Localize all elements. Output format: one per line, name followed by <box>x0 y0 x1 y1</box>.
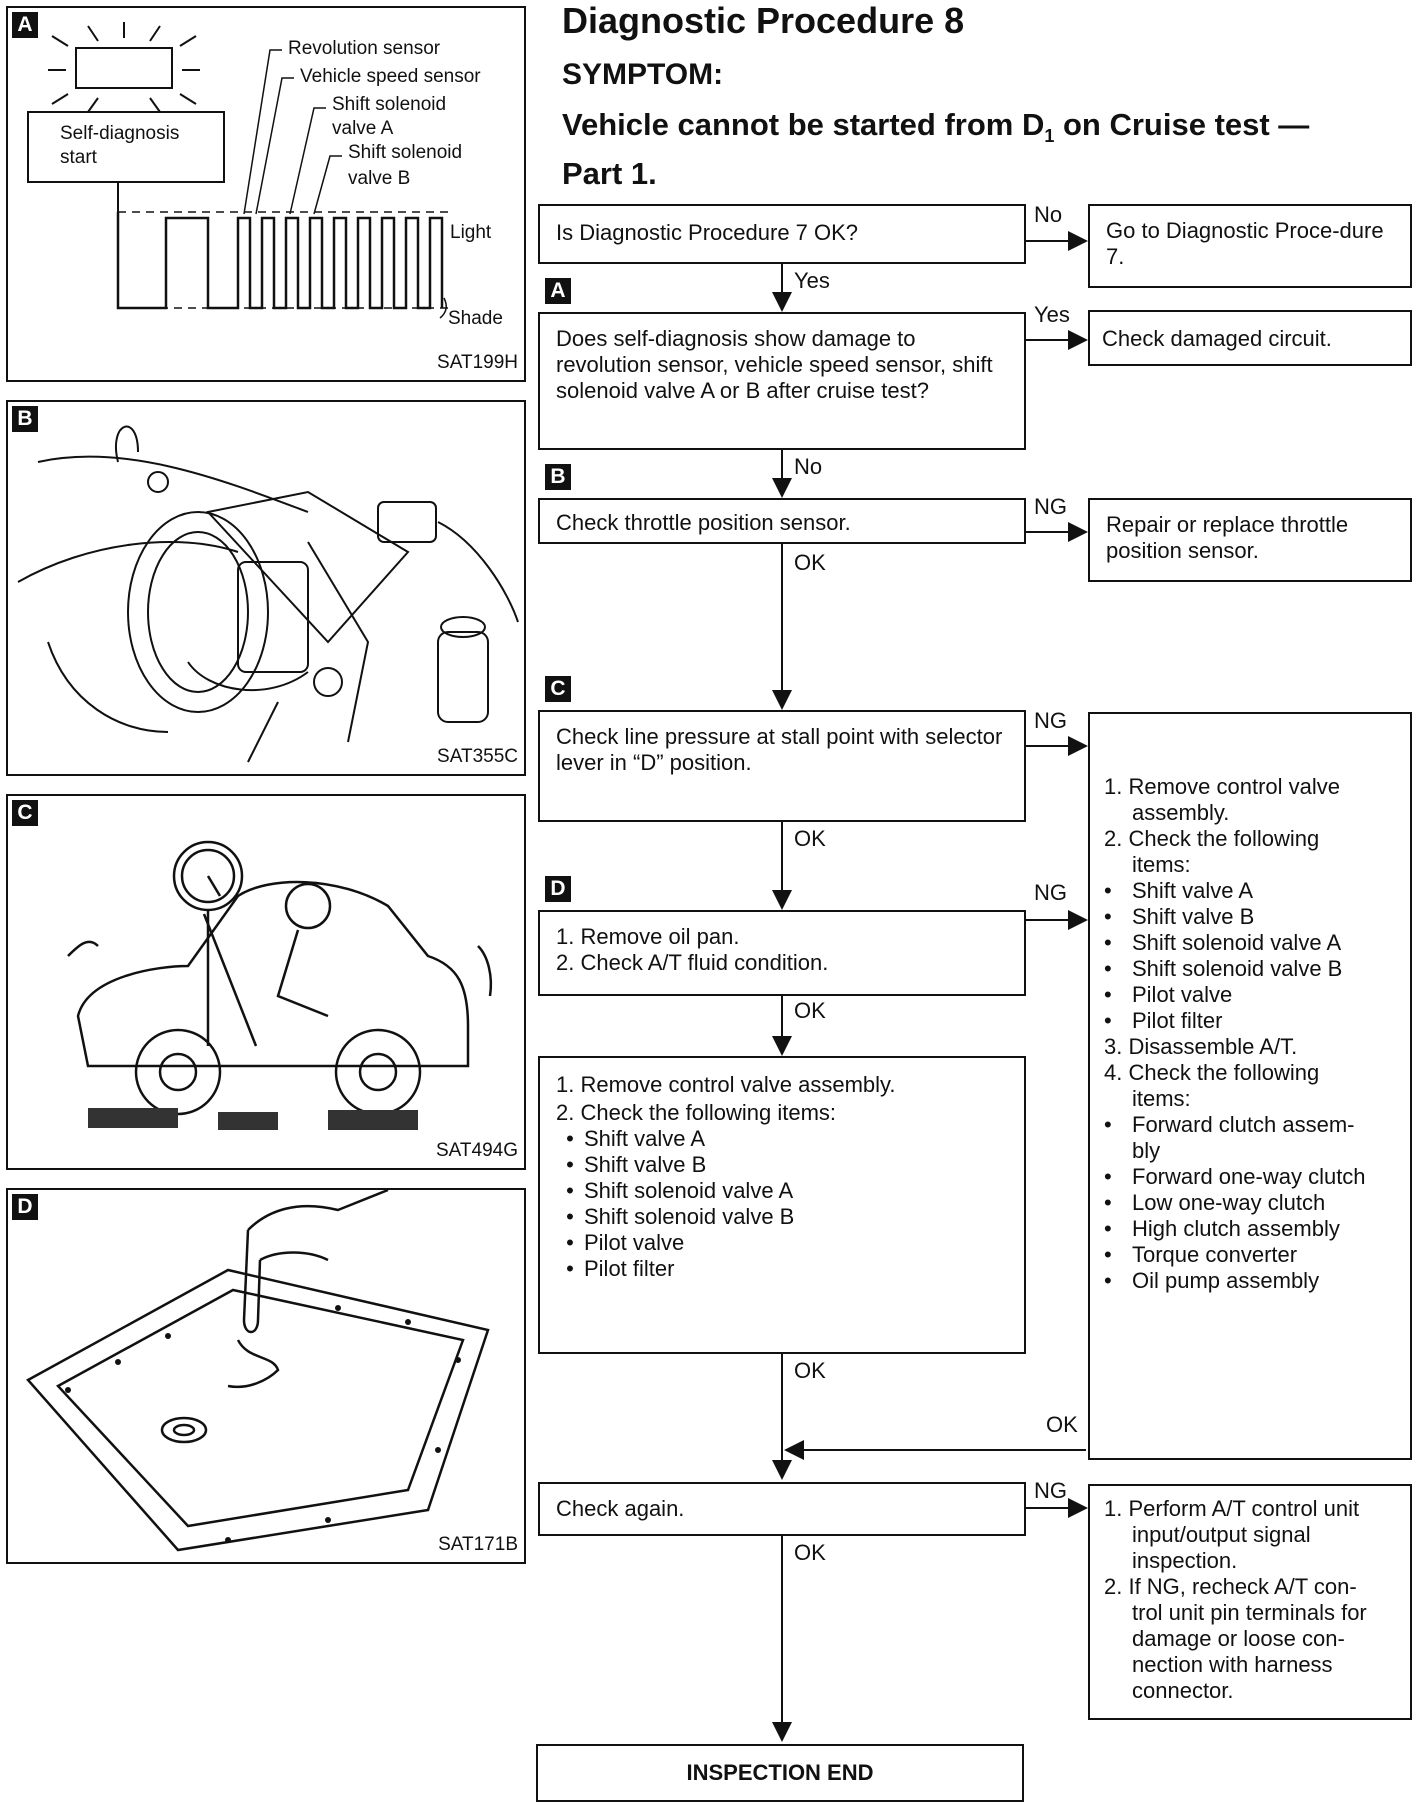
check-again-ok-label: OK <box>794 1540 826 1565</box>
list-item: •Pilot valve <box>1104 982 1233 1007</box>
step-b-ng-action-box: Repair or replace throttle position sens… <box>1088 498 1412 582</box>
list-item: •Oil pump assembly <box>1104 1268 1320 1293</box>
q2-yes-action-box: Check damaged circuit. <box>1088 310 1412 366</box>
step-d-box: 1. Remove oil pan. 2. Check A/T fluid co… <box>538 910 1026 996</box>
figure-c-tag: C <box>12 800 38 826</box>
list-item: •Forward one-way clutch <box>1104 1164 1366 1189</box>
figure-d-panel: D SAT171B <box>6 1188 526 1564</box>
figure-d-tag: D <box>12 1194 38 1220</box>
light-label: Light <box>450 222 492 243</box>
step-e-ok-label: OK <box>794 1358 826 1383</box>
figure-a-panel: A <box>6 6 526 382</box>
list-item: •Pilot filter <box>1104 1008 1223 1033</box>
list-item: •Pilot filter <box>566 1256 675 1281</box>
list-item: •Shift valve B <box>566 1152 707 1177</box>
figure-a-tag: A <box>12 12 38 38</box>
list-item: •Pilot valve <box>566 1230 685 1255</box>
shade-label: Shade <box>448 308 503 329</box>
figure-b-panel: B SAT355C <box>6 400 526 776</box>
q2-no-label: No <box>794 454 823 479</box>
step-d-ok-label: OK <box>794 998 826 1023</box>
list-item: •Shift valve B <box>1104 904 1255 929</box>
flow-tag-c: C <box>545 676 571 702</box>
final-ng-action-box: 1. Perform A/T control unit input/output… <box>1088 1484 1412 1720</box>
list-item: •Shift solenoid valve B <box>566 1204 795 1229</box>
step-e-item-list: •Shift valve A •Shift valve B •Shift sol… <box>556 1126 1008 1282</box>
figure-c-id: SAT494G <box>435 1140 518 1161</box>
list-item: •Torque converter <box>1104 1242 1298 1267</box>
q1-no-label: No <box>1034 202 1063 227</box>
self-diagnosis-label: Self-diagnosis start <box>60 123 180 168</box>
step-c-box: Check line pressure at stall point with … <box>538 710 1026 822</box>
self-diagnosis-waveform <box>27 22 448 319</box>
figure-d-id: SAT171B <box>438 1534 518 1555</box>
ng-check-list-2: •Forward clutch assem- bly •Forward one-… <box>1104 1112 1396 1294</box>
step-b-ok-label: OK <box>794 550 826 575</box>
ng-repair-action-box: 1. Remove control valve assembly. 2. Che… <box>1088 712 1412 1460</box>
step-q1-box: Is Diagnostic Procedure 7 OK? <box>538 204 1026 264</box>
step-c-ng-label: NG <box>1034 708 1067 733</box>
list-item: •Shift valve A <box>1104 878 1254 903</box>
symptom-label: SYMPTOM: <box>562 58 724 91</box>
figure-b-tag: B <box>12 406 38 432</box>
list-item: •Forward clutch assem- <box>1104 1112 1355 1137</box>
step-c-ok-label: OK <box>794 826 826 851</box>
list-item: •Shift solenoid valve A <box>566 1178 794 1203</box>
figure-a-id: SAT199H <box>437 352 518 373</box>
flow-tag-d: D <box>545 876 571 902</box>
list-item: •Shift valve A <box>566 1126 706 1151</box>
figure-b-id: SAT355C <box>437 746 518 767</box>
step-q2-box: Does self-diagnosis show damage to revol… <box>538 312 1026 450</box>
flow-tag-b: B <box>545 464 571 490</box>
revolution-sensor-label: Revolution sensor <box>288 38 441 59</box>
figure-c-panel: C SAT494G <box>6 794 526 1170</box>
shift-solenoid-a-label-2: valve A <box>332 118 394 139</box>
list-item: •Shift solenoid valve B <box>1104 956 1343 981</box>
list-item: •Shift solenoid valve A <box>1104 930 1342 955</box>
list-item: bly <box>1132 1138 1161 1163</box>
check-again-box: Check again. <box>538 1482 1026 1536</box>
symptom-subscript: 1 <box>1044 126 1055 147</box>
flow-tag-a: A <box>545 278 571 304</box>
shift-solenoid-b-label-1: Shift solenoid <box>348 142 463 163</box>
q1-no-action-box: Go to Diagnostic Proce-dure 7. <box>1088 204 1412 288</box>
q2-yes-label: Yes <box>1034 302 1070 327</box>
step-e-box: 1. Remove control valve assembly. 2. Che… <box>538 1056 1026 1354</box>
page-title: Diagnostic Procedure 8 <box>562 0 965 41</box>
inspection-end-box: INSPECTION END <box>536 1744 1024 1802</box>
ng-check-list-1: •Shift valve A •Shift valve B •Shift sol… <box>1104 878 1396 1034</box>
q1-yes-label: Yes <box>794 268 830 293</box>
symptom-description: Vehicle cannot be started from D1 on Cru… <box>562 107 1310 192</box>
step-b-ng-label: NG <box>1034 494 1067 519</box>
list-item: •High clutch assembly <box>1104 1216 1340 1241</box>
step-b-box: Check throttle position sensor. <box>538 498 1026 544</box>
list-item: •Low one-way clutch <box>1104 1190 1326 1215</box>
vehicle-speed-sensor-label: Vehicle speed sensor <box>300 66 481 87</box>
shift-solenoid-a-label-1: Shift solenoid <box>332 94 447 115</box>
check-again-ng-label: NG <box>1034 1478 1067 1503</box>
oil-pan-illustration <box>26 1190 490 1552</box>
car-stall-test-illustration <box>67 840 493 1130</box>
step-d-ng-label: NG <box>1034 880 1067 905</box>
ng-repair-ok-label: OK <box>1046 1412 1078 1437</box>
shift-solenoid-b-label-2: valve B <box>348 168 411 189</box>
throttle-sensor-illustration <box>17 425 519 763</box>
